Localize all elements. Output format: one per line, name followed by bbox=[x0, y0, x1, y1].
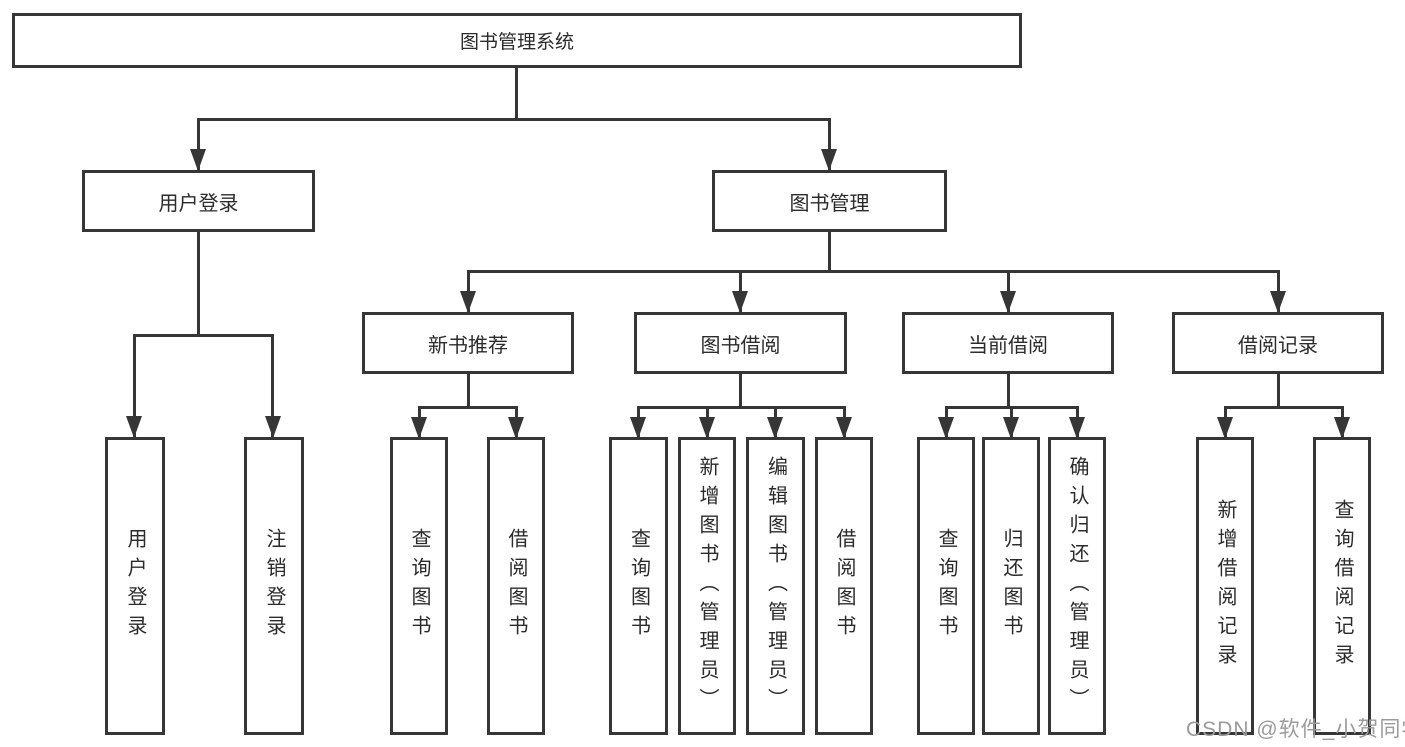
leaf-cb-return-book: 归还图书 bbox=[982, 437, 1040, 735]
connector-to-book-mgmt bbox=[828, 118, 831, 170]
arrowhead-book-borrow bbox=[732, 291, 748, 313]
node-root: 图书管理系统 bbox=[12, 13, 1022, 68]
leaf-br-add-record: 新增借阅记录 bbox=[1196, 437, 1254, 735]
node-new-book: 新书推荐 bbox=[362, 312, 574, 374]
connector-user-login-stem bbox=[197, 232, 200, 336]
connector-root-stem bbox=[515, 68, 518, 119]
connector-borrow-records-bar bbox=[1224, 406, 1344, 409]
node-book-mgmt-label: 图书管理 bbox=[789, 192, 870, 215]
leaf-bb-borrow-book-label: 借阅图书 bbox=[833, 528, 855, 644]
node-current-borrow-label: 当前借阅 bbox=[968, 334, 1048, 357]
arrowhead-bb-leaf1 bbox=[630, 417, 646, 439]
leaf-br-add-record-label: 新增借阅记录 bbox=[1214, 499, 1236, 673]
connector-book-borrow-bar bbox=[637, 406, 845, 409]
connector-user-login-bar bbox=[133, 334, 274, 337]
leaf-br-query-record: 查询借阅记录 bbox=[1313, 437, 1371, 735]
arrowhead-nb-leaf1 bbox=[411, 417, 427, 439]
leaf-logout-label: 注销登录 bbox=[263, 528, 285, 644]
leaf-bb-edit-book-admin-label: 编辑图书（管理员） bbox=[764, 455, 787, 717]
arrowhead-cb-leaf2 bbox=[1003, 417, 1019, 439]
connector-current-borrow-stem bbox=[1007, 374, 1010, 408]
connector-borrow-records-stem bbox=[1277, 374, 1280, 408]
connector-book-mgmt-stem bbox=[828, 232, 831, 272]
node-book-borrow-label: 图书借阅 bbox=[700, 334, 781, 357]
arrowhead-nb-leaf2 bbox=[508, 417, 524, 439]
arrowhead-cb-leaf1 bbox=[938, 417, 954, 439]
node-borrow-records-label: 借阅记录 bbox=[1238, 334, 1318, 357]
connector-book-borrow-stem bbox=[739, 374, 742, 408]
leaf-cb-query-book-label: 查询图书 bbox=[935, 528, 957, 644]
node-root-label: 图书管理系统 bbox=[459, 32, 574, 53]
node-borrow-records: 借阅记录 bbox=[1172, 312, 1384, 374]
arrowhead-bb-leaf3 bbox=[767, 417, 783, 439]
arrowhead-bb-leaf2 bbox=[699, 417, 715, 439]
leaf-bb-add-book-admin-label: 新增图书（管理员） bbox=[696, 455, 718, 717]
arrowhead-book-mgmt bbox=[821, 149, 837, 171]
node-user-login: 用户登录 bbox=[82, 170, 315, 232]
leaf-bb-query-book-label: 查询图书 bbox=[627, 528, 650, 644]
arrowhead-leaf-logout bbox=[265, 416, 281, 438]
connector-level1-bar bbox=[197, 118, 831, 121]
arrowhead-br-leaf2 bbox=[1334, 417, 1350, 439]
arrowhead-user-login bbox=[190, 149, 206, 171]
connector-to-user-login bbox=[197, 118, 200, 170]
arrowhead-leaf-login bbox=[126, 416, 142, 438]
arrowhead-borrow-records bbox=[1270, 291, 1286, 313]
node-user-login-label: 用户登录 bbox=[158, 192, 239, 215]
leaf-bb-edit-book-admin: 编辑图书（管理员） bbox=[746, 437, 805, 735]
leaf-cb-return-book-label: 归还图书 bbox=[1000, 528, 1022, 644]
arrowhead-bb-leaf4 bbox=[836, 417, 852, 439]
leaf-user-login-label: 用户登录 bbox=[124, 528, 146, 644]
arrowhead-br-leaf1 bbox=[1217, 417, 1233, 439]
leaf-cb-query-book: 查询图书 bbox=[917, 437, 975, 735]
connector-level2-bar bbox=[467, 270, 1280, 273]
connector-new-book-bar bbox=[418, 406, 518, 409]
leaf-bb-query-book: 查询图书 bbox=[609, 437, 668, 735]
leaf-bb-add-book-admin: 新增图书（管理员） bbox=[678, 437, 736, 735]
leaf-cb-confirm-return-admin: 确认归还（管理员） bbox=[1048, 437, 1106, 735]
leaf-nb-borrow-book-label: 借阅图书 bbox=[505, 528, 527, 644]
leaf-nb-query-book-label: 查询图书 bbox=[408, 528, 430, 644]
node-new-book-label: 新书推荐 bbox=[428, 334, 508, 357]
leaf-br-query-record-label: 查询借阅记录 bbox=[1331, 499, 1353, 673]
connector-to-leaf-logout bbox=[271, 334, 274, 437]
leaf-bb-borrow-book: 借阅图书 bbox=[815, 437, 873, 735]
arrowhead-new-book bbox=[460, 291, 476, 313]
node-book-borrow: 图书借阅 bbox=[634, 312, 847, 374]
node-book-mgmt: 图书管理 bbox=[712, 170, 947, 232]
node-current-borrow: 当前借阅 bbox=[902, 312, 1114, 374]
connector-to-leaf-login bbox=[133, 334, 136, 437]
leaf-cb-confirm-return-admin-label: 确认归还（管理员） bbox=[1066, 455, 1088, 717]
arrowhead-current-borrow bbox=[1000, 291, 1016, 313]
leaf-nb-borrow-book: 借阅图书 bbox=[487, 437, 545, 735]
arrowhead-cb-leaf3 bbox=[1069, 417, 1085, 439]
leaf-logout: 注销登录 bbox=[244, 437, 304, 735]
leaf-user-login: 用户登录 bbox=[105, 437, 165, 735]
connector-new-book-stem bbox=[467, 374, 470, 408]
csdn-watermark: CSDN @软件_小贺同学 bbox=[1186, 718, 1405, 741]
leaf-nb-query-book: 查询图书 bbox=[390, 437, 448, 735]
